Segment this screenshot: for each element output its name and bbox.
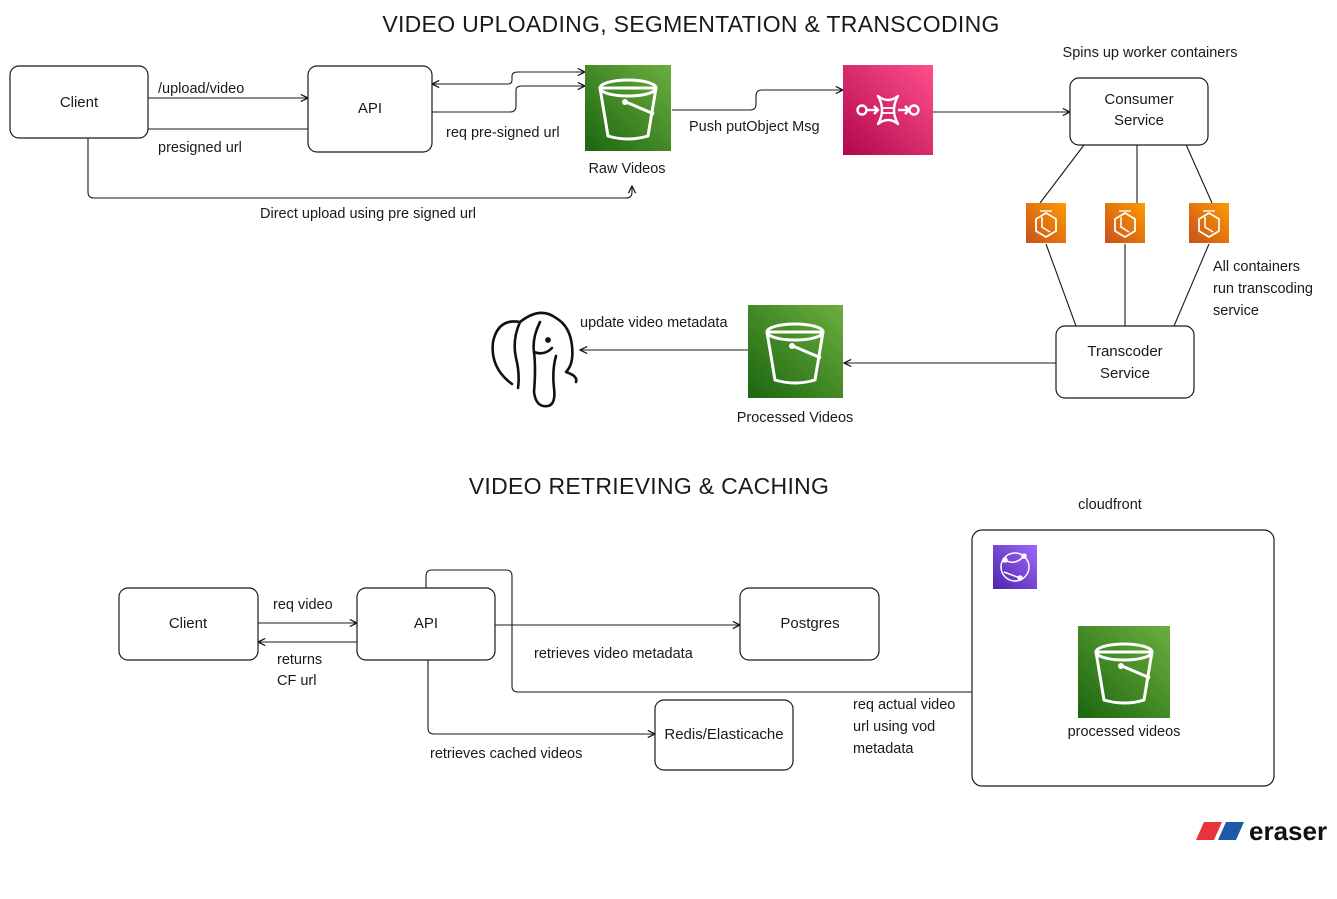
raw-videos-node[interactable]: Raw Videos [585,65,671,177]
cf-processed-videos-node[interactable]: processed videos [1068,626,1181,740]
transcoder-service-node[interactable]: Transcoder Service [1055,325,1195,399]
presigned-url-label: presigned url [158,140,242,156]
sqs-queue-node[interactable] [843,65,933,155]
push-putobject-label: Push putObject Msg [689,119,820,135]
retrieves-cached-label: retrieves cached videos [430,746,582,762]
edge-retrieves-cached [427,660,655,734]
upload-client-node[interactable]: Client [9,65,149,139]
redis-label: Redis/Elasticache [664,726,783,743]
spins-up-annotation: Spins up worker containers [1063,45,1238,61]
edge-ecs-transcoder-1 [1045,243,1077,327]
cf-processed-videos-label: processed videos [1068,724,1181,740]
req-actual-label-line1: req actual video [853,697,955,713]
eraser-brand-name: eraser [1249,816,1327,846]
edge-req-actual-video [425,569,1047,692]
eraser-logo: eraser [1196,816,1327,846]
transcoder-service-label-line1: Transcoder [1087,343,1162,360]
upload-api-node[interactable]: API [307,65,433,153]
retrieve-api-label: API [414,615,438,632]
processed-videos-node[interactable]: Processed Videos [737,305,854,426]
edge-consumer-ecs-3 [1183,139,1213,204]
ecs-container-1[interactable] [1026,203,1066,243]
cloudfront-group-label: cloudfront [1078,497,1142,513]
eraser-logo-icon [1196,822,1244,840]
retrieve-api-node[interactable]: API [356,587,496,661]
returns-label-line1: returns [277,652,322,668]
raw-videos-label: Raw Videos [588,161,665,177]
edge-req-presigned [432,86,585,113]
edge-consumer-ecs-1 [1039,144,1085,204]
edge-push-putobject [672,90,843,111]
containers-annotation-line2: run transcoding [1213,281,1313,297]
upload-api-label: API [358,100,382,117]
edge-api-raw-bidirectional [432,72,585,84]
consumer-service-label-line2: Service [1114,112,1164,129]
consumer-service-node[interactable]: Consumer Service [1069,77,1209,146]
edge-ecs-transcoder-3 [1173,243,1210,327]
retrieve-client-node[interactable]: Client [118,587,259,661]
containers-annotation-line1: All containers [1213,259,1300,275]
upload-video-label: /upload/video [158,81,244,97]
retrieves-metadata-label: retrieves video metadata [534,646,694,662]
consumer-service-label-line1: Consumer [1104,91,1173,108]
transcoder-service-label-line2: Service [1100,365,1150,382]
req-actual-label-line2: url using vod [853,719,935,735]
ecs-container-2[interactable] [1105,203,1145,243]
cloudfront-badge [993,545,1037,589]
retrieve-section-title: VIDEO RETRIEVING & CACHING [469,473,830,499]
postgres-elephant-icon[interactable] [491,311,578,408]
edge-direct-upload [87,118,632,199]
containers-annotation-line3: service [1213,303,1259,319]
req-video-label: req video [273,597,333,613]
update-metadata-label: update video metadata [580,315,728,331]
upload-section-title: VIDEO UPLOADING, SEGMENTATION & TRANSCOD… [382,11,999,37]
upload-client-label: Client [60,94,99,111]
req-actual-label-line3: metadata [853,741,914,757]
postgres-label: Postgres [780,615,839,632]
retrieve-client-label: Client [169,615,208,632]
req-presigned-label: req pre-signed url [446,125,560,141]
redis-node[interactable]: Redis/Elasticache [654,699,794,771]
returns-label-line2: CF url [277,673,316,689]
postgres-node[interactable]: Postgres [739,587,880,661]
ecs-container-3[interactable] [1189,203,1229,243]
cloudfront-icon [993,545,1037,589]
direct-upload-label: Direct upload using pre signed url [260,206,476,222]
processed-videos-label: Processed Videos [737,410,854,426]
